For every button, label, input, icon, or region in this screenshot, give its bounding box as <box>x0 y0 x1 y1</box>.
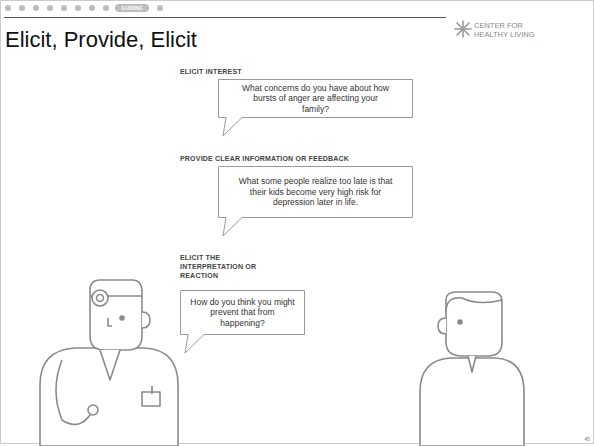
slide-number: 45 <box>574 436 590 443</box>
bubble-text: What some people realize too late is tha… <box>218 166 413 218</box>
doctor-illustration <box>40 280 178 446</box>
step-heading: PROVIDE CLEAR INFORMATION OR FEEDBACK <box>180 154 420 163</box>
speech-bubble: PROVIDE CLEAR INFORMATION OR FEEDBACKWha… <box>218 166 413 218</box>
progress-dots <box>5 4 163 12</box>
step-heading: ELICIT INTEREST <box>180 67 410 76</box>
logo-mark <box>455 21 471 37</box>
slide-title: Elicit, Provide, Elicit <box>5 27 197 53</box>
speech-bubble: ELICIT INTERESTWhat concerns do you have… <box>218 79 413 118</box>
patient-illustration <box>420 292 524 446</box>
bubble-border <box>219 80 413 137</box>
speech-bubble: ELICIT THE INTERPRETATION OR REACTIONHow… <box>180 290 305 335</box>
logo-text: CENTER FOR HEALTHY LIVING <box>474 21 538 39</box>
bubble-text: How do you think you might prevent that … <box>180 290 305 335</box>
header-rule <box>4 17 446 18</box>
bubble-border <box>219 167 413 237</box>
bubble-border <box>181 291 305 354</box>
step-heading: ELICIT THE INTERPRETATION OR REACTION <box>180 253 262 280</box>
section-tag: GUIDING <box>115 5 149 12</box>
bubble-text: What concerns do you have about how burs… <box>218 79 413 118</box>
